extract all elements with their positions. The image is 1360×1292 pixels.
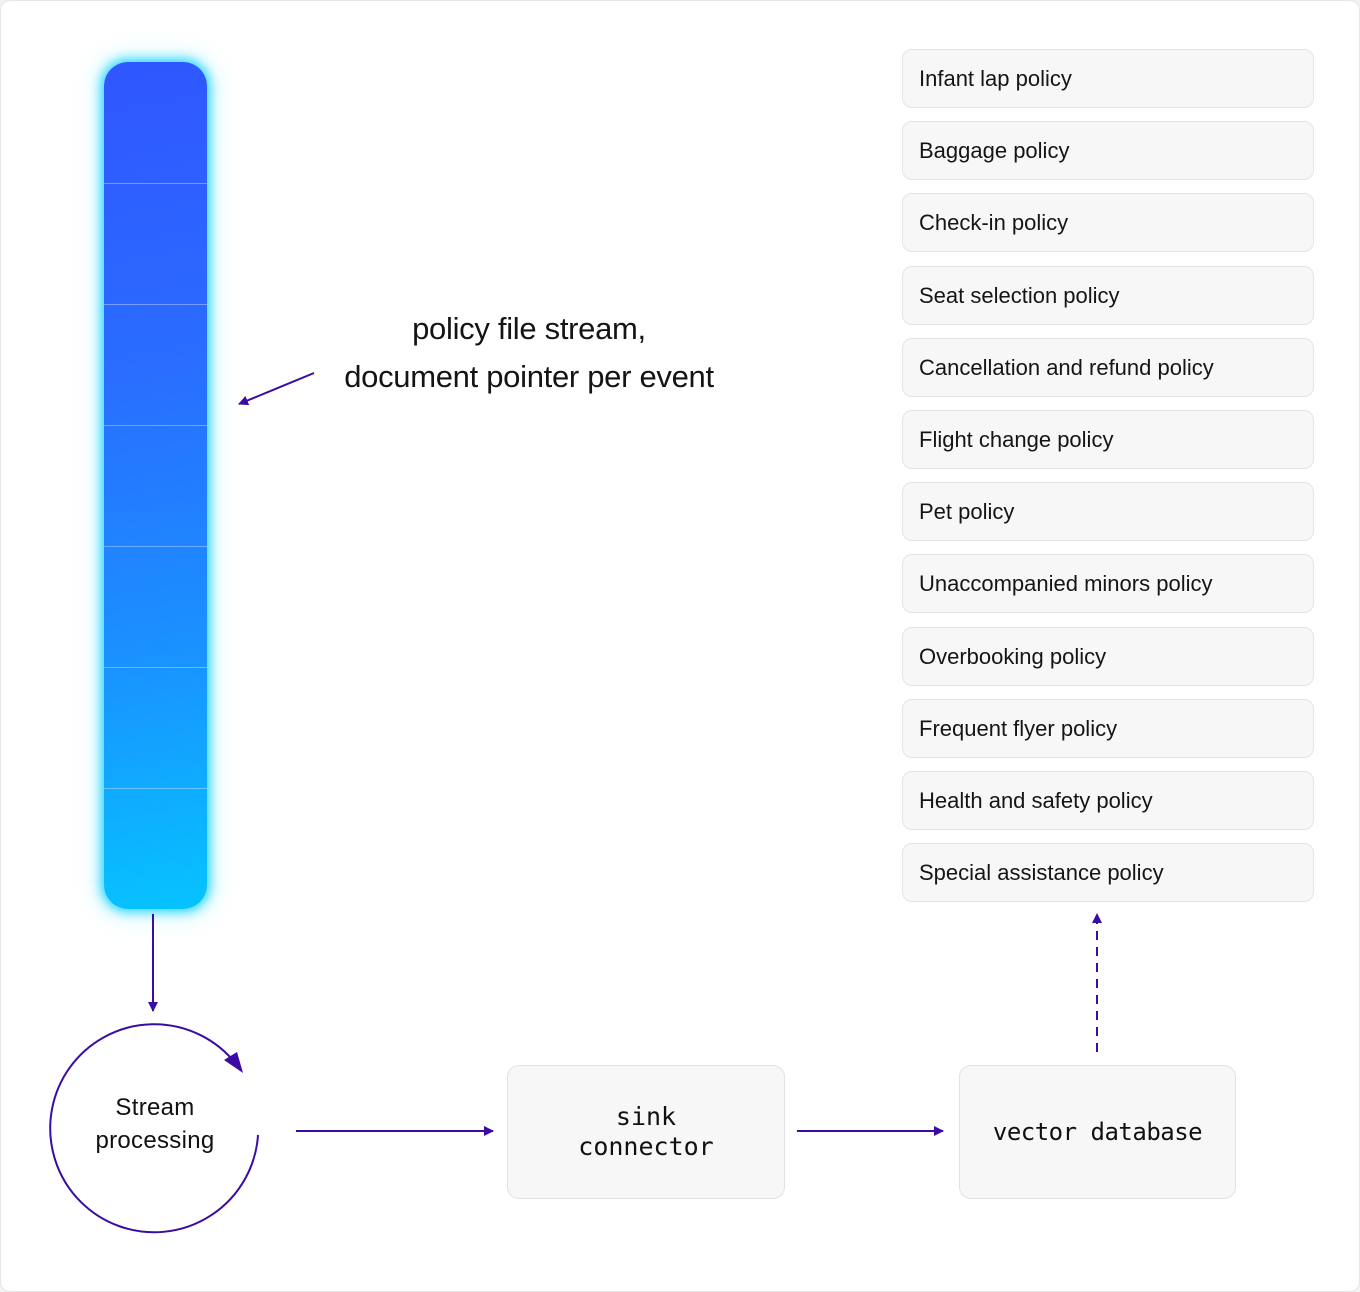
sink-connector-line1: sink <box>615 1102 677 1131</box>
stream-annotation-line1: policy file stream, <box>412 311 646 346</box>
policy-item: Cancellation and refund policy <box>902 338 1314 397</box>
stream-segment-divider <box>104 304 207 305</box>
policy-item: Special assistance policy <box>902 843 1314 902</box>
policy-item: Seat selection policy <box>902 266 1314 325</box>
policy-item: Flight change policy <box>902 410 1314 469</box>
sink-connector-line2: connector <box>578 1132 714 1161</box>
stream-segment-divider <box>104 546 207 547</box>
stream-segment-divider <box>104 183 207 184</box>
policy-item: Frequent flyer policy <box>902 699 1314 758</box>
stream-processing-node: Stream processing <box>55 1091 255 1157</box>
policy-item: Check-in policy <box>902 193 1314 252</box>
policy-file-stream-bar <box>104 62 207 909</box>
policy-item: Pet policy <box>902 482 1314 541</box>
vector-database-label: vector database <box>992 1118 1203 1146</box>
stream-processing-line1: Stream <box>115 1094 195 1121</box>
stream-segment-divider <box>104 788 207 789</box>
policy-item: Unaccompanied minors policy <box>902 554 1314 613</box>
stream-segment-divider <box>104 425 207 426</box>
policy-item: Baggage policy <box>902 121 1314 180</box>
stream-annotation-line2: document pointer per event <box>344 359 714 394</box>
stream-processing-line2: processing <box>95 1127 215 1154</box>
sink-connector-node: sink connector <box>507 1065 785 1199</box>
vector-database-node: vector database <box>959 1065 1236 1199</box>
policy-item: Infant lap policy <box>902 49 1314 108</box>
policy-item: Health and safety policy <box>902 771 1314 830</box>
policy-item: Overbooking policy <box>902 627 1314 686</box>
stream-segment-divider <box>104 667 207 668</box>
stream-annotation: policy file stream, document pointer per… <box>321 305 737 401</box>
